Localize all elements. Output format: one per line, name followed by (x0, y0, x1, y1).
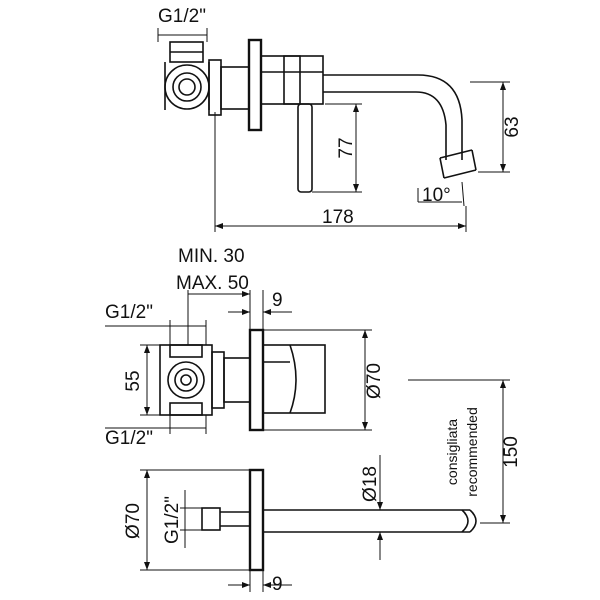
min-depth-label: MIN. 30 (178, 246, 245, 267)
depth-dim-arrow (242, 291, 250, 297)
mixer-cap (283, 55, 301, 105)
side-view: G1/2" 63 (157, 6, 523, 232)
dim-63-arrow-top (500, 82, 506, 90)
angle-ref-spout (461, 181, 465, 207)
dim-18-arrow-bottom (377, 532, 383, 540)
top-view: MIN. 30 MAX. 50 9 G1/2" (105, 246, 522, 524)
dim-63-arrow-bottom (500, 164, 506, 172)
block-connector (211, 351, 225, 409)
dim-77-arrow-bottom (353, 184, 359, 192)
spout-outer (323, 74, 463, 160)
inlet-ring-outer (164, 64, 210, 110)
recommended-height-label: 150 (501, 436, 522, 468)
dim-150-arrow-top (500, 380, 506, 388)
inlet-nub-bottom (169, 402, 203, 416)
block-ring-outer (167, 361, 205, 399)
thick-b-arrow-left (242, 582, 250, 588)
dim-77-arrow-top (353, 104, 359, 112)
dim-70-arrow-bottom (362, 422, 368, 430)
spout-tip-bottom (443, 169, 477, 179)
connector-top (208, 59, 222, 116)
dim-70b-arrow-top (144, 470, 150, 478)
spout-tip-right (471, 149, 477, 171)
spout-tube-end-inner (461, 509, 469, 533)
plate-thickness-bottom-label: 9 (272, 574, 283, 595)
max-depth-label: MAX. 50 (176, 273, 249, 294)
dim-150-arrow-bottom (500, 515, 506, 523)
inlet-nub-front (201, 507, 221, 531)
dim-178-arrow-left (215, 223, 223, 229)
dim-178-arrow-right (458, 223, 466, 229)
wall-plate-side (247, 38, 263, 132)
dim-70b-arrow-bottom (144, 562, 150, 570)
inlet-ring-inner (178, 78, 196, 96)
spout-tip-top (439, 149, 473, 159)
lever-curve (289, 344, 297, 414)
handle-height-label: 77 (336, 137, 357, 158)
inlet-bottom-label: G1/2" (162, 496, 183, 544)
spout-inner (323, 91, 447, 160)
lever-body-top (262, 344, 326, 414)
spout-tube-end (469, 509, 477, 533)
dim-70-arrow-top (362, 330, 368, 338)
spout-diameter-label: Ø18 (360, 466, 381, 502)
mixer-body-side (260, 55, 324, 105)
block-neck (223, 357, 251, 403)
rosette-diameter-label: Ø70 (364, 363, 385, 399)
handle-lever (297, 103, 313, 193)
total-length-label: 178 (322, 207, 354, 228)
thick-arrow-right (263, 309, 271, 315)
recommended-it-label: consigliata (444, 419, 460, 485)
rosette-plate-bottom (248, 468, 265, 572)
spout-angle-label: 10° (422, 185, 451, 206)
inlet-nub-top (169, 344, 203, 358)
inlet-lower-label: G1/2" (105, 428, 153, 449)
dim-55-arrow-top (144, 345, 150, 353)
dim-18-arrow-top (377, 502, 383, 510)
thick-arrow-left (242, 309, 250, 315)
inlet-upper-label: G1/2" (105, 302, 153, 323)
spout-tip-left (439, 157, 445, 179)
dim-55-arrow-bottom (144, 407, 150, 415)
front-view: Ø18 Ø70 G1/2" 9 (123, 455, 477, 595)
plate-thickness-top-label: 9 (272, 290, 283, 311)
rosette-diameter-bottom-label: Ø70 (123, 503, 144, 539)
top-inlet-label: G1/2" (158, 6, 206, 27)
spout-height-label: 63 (502, 116, 523, 137)
recommended-en-label: recommended (464, 407, 480, 497)
inlet-ring-mid (172, 72, 202, 102)
thick-b-arrow-right (263, 582, 271, 588)
connector-body (220, 66, 250, 110)
rosette-plate-top (248, 328, 265, 432)
block-ring-mid (174, 368, 198, 392)
block-ring-inner (180, 374, 192, 386)
body-width-label: 55 (123, 370, 144, 391)
